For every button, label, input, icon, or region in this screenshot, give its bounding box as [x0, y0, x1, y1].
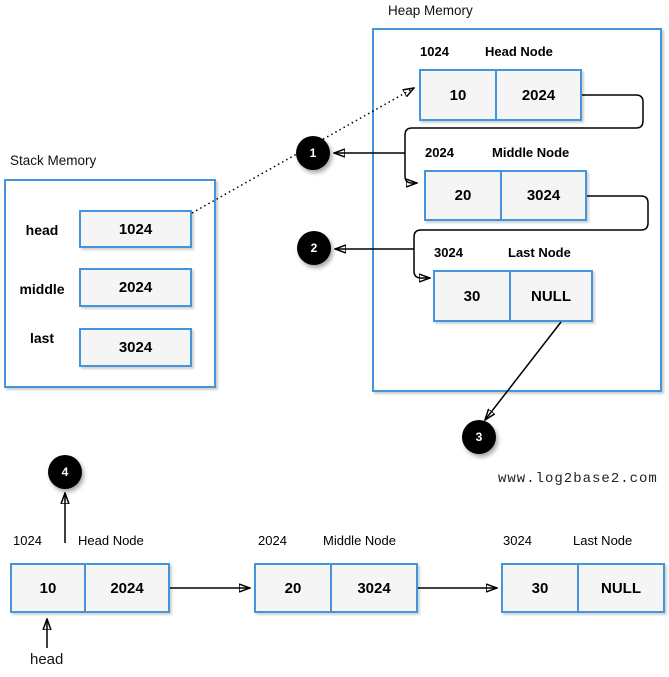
list-node3: 30 NULL	[501, 563, 665, 613]
heap-node3-name: Last Node	[508, 245, 571, 260]
step-marker-1: 1	[296, 136, 330, 170]
stack-var-middle-label: middle	[19, 281, 65, 297]
list-node3-next-cell: NULL	[601, 579, 641, 597]
heap-node3-next-cell: NULL	[531, 287, 571, 305]
heap-node2-name: Middle Node	[492, 145, 570, 160]
heap-memory-title: Heap Memory	[388, 3, 473, 18]
list-node2: 20 3024	[254, 563, 418, 613]
heap-node3-data-cell: 30	[435, 272, 511, 320]
heap-node3: 30 NULL	[433, 270, 593, 322]
stack-var-last-value: 3024	[79, 328, 192, 367]
heap-node1-data-cell: 10	[421, 71, 497, 119]
heap-node2-data-cell: 20	[426, 172, 502, 219]
list-node3-address: 3024	[503, 533, 532, 548]
list-node1-address: 1024	[13, 533, 42, 548]
stack-memory-title: Stack Memory	[10, 153, 97, 168]
list-node2-data-cell: 20	[256, 565, 332, 611]
list-node2-next-cell: 3024	[357, 579, 391, 597]
list-head-pointer-label: head	[30, 651, 64, 668]
heap-node1-name: Head Node	[485, 44, 553, 59]
list-node1-name: Head Node	[78, 533, 144, 548]
watermark-text: www.log2base2.com	[498, 471, 658, 487]
heap-node1-address: 1024	[420, 44, 449, 59]
list-node1-next-cell: 2024	[110, 579, 144, 597]
list-node1: 10 2024	[10, 563, 170, 613]
list-node3-name: Last Node	[573, 533, 633, 548]
heap-node3-address: 3024	[434, 245, 463, 260]
heap-node1: 10 2024	[419, 69, 582, 121]
list-node1-data-cell: 10	[12, 565, 86, 611]
stack-var-middle-value: 2024	[79, 268, 192, 307]
list-node2-address: 2024	[258, 533, 287, 548]
stack-var-head-value: 1024	[79, 210, 192, 248]
stack-var-head-label: head	[25, 222, 59, 238]
heap-node2: 20 3024	[424, 170, 587, 221]
list-node2-name: Middle Node	[323, 533, 396, 548]
step-marker-3: 3	[462, 420, 496, 454]
step-marker-2: 2	[297, 231, 331, 265]
list-node3-data-cell: 30	[503, 565, 579, 611]
step-marker-4: 4	[48, 455, 82, 489]
heap-node2-next-cell: 3024	[526, 187, 561, 204]
heap-node2-address: 2024	[425, 145, 454, 160]
heap-node1-next-cell: 2024	[521, 86, 556, 104]
stack-var-last-label: last	[29, 330, 55, 346]
